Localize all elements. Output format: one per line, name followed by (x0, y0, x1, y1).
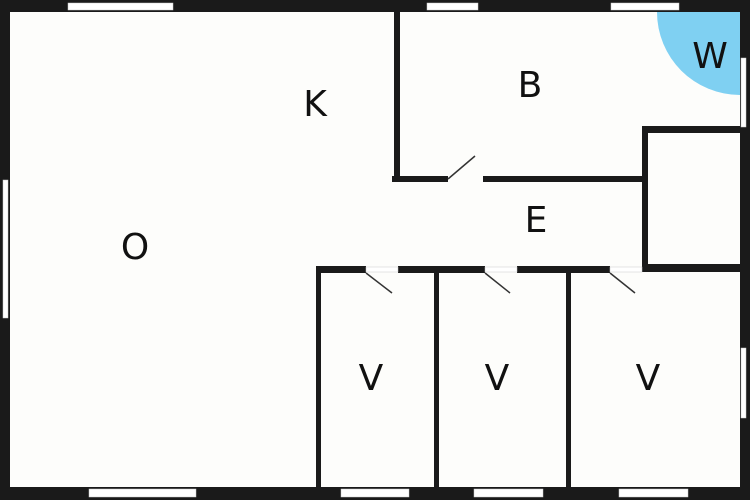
wet-area (657, 12, 740, 95)
room-label-bedroom-3: V (636, 358, 661, 399)
room-label-bathroom: B (518, 65, 543, 106)
door-opening (365, 266, 399, 273)
window (340, 488, 410, 498)
door-opening (609, 266, 643, 273)
room-label-kitchen: K (303, 84, 328, 125)
room-label-living: O (121, 227, 149, 268)
room-label-wc: W (692, 36, 728, 77)
interior-walls (316, 12, 740, 487)
door-swing (484, 272, 511, 294)
window (610, 2, 680, 11)
window (740, 57, 747, 128)
window (426, 2, 479, 11)
wall (517, 266, 610, 273)
window (67, 2, 174, 11)
wall (483, 176, 645, 182)
room-label-bedroom-2: V (485, 358, 510, 399)
floor (10, 12, 740, 487)
door-opening (484, 266, 518, 273)
door-swings (365, 155, 636, 294)
wall (642, 264, 740, 272)
door-swing (365, 272, 393, 294)
wall (434, 266, 439, 487)
wall (642, 126, 648, 270)
wall (642, 126, 740, 133)
window (473, 488, 544, 498)
room-label-bedroom-1: V (359, 358, 384, 399)
door-swing (609, 272, 636, 294)
door-swing (447, 155, 476, 180)
wall (316, 266, 321, 487)
room-label-entrance: E (525, 200, 548, 241)
window (2, 179, 9, 319)
wall (316, 266, 366, 273)
window (740, 347, 747, 419)
wall (566, 266, 571, 487)
window (88, 488, 197, 498)
wall (398, 266, 485, 273)
wall (394, 12, 400, 182)
door-openings (365, 266, 643, 273)
window (618, 488, 689, 498)
wall (392, 176, 448, 182)
